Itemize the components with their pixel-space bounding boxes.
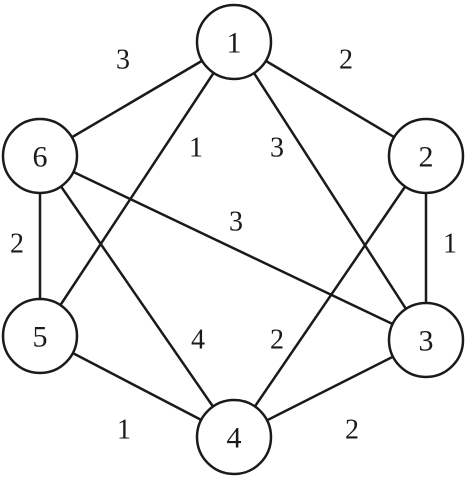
edge-weight-1-2: 2 — [339, 45, 353, 76]
node-circle-6 — [1, 117, 79, 195]
node-circle-4 — [195, 398, 273, 476]
edge-weight-5-4: 1 — [117, 415, 131, 446]
edge-6-4 — [38, 155, 236, 438]
edge-weight-6-5: 2 — [10, 229, 24, 260]
edge-weight-6-3: 3 — [229, 207, 243, 238]
node-label-2: 2 — [419, 141, 434, 174]
node-label-5: 5 — [33, 321, 48, 354]
node-4: 4 — [195, 398, 273, 476]
node-2: 2 — [387, 117, 465, 195]
node-label-4: 4 — [227, 422, 242, 455]
node-label-1: 1 — [227, 27, 242, 60]
nodes-layer: 1 2 3 4 5 6 — [1, 3, 465, 476]
node-circle-3 — [387, 301, 465, 379]
node-circle-5 — [1, 297, 79, 375]
node-circle-2 — [387, 117, 465, 195]
edge-weight-2-4: 2 — [270, 325, 284, 356]
edge-weight-3-4: 2 — [345, 415, 359, 446]
edge-weight-2-3: 1 — [443, 229, 457, 260]
node-6: 6 — [1, 117, 79, 195]
edges-layer — [38, 40, 428, 439]
edge-weight-1-5: 1 — [189, 133, 203, 164]
edge-weight-1-6: 3 — [116, 45, 130, 76]
node-5: 5 — [1, 297, 79, 375]
node-1: 1 — [195, 3, 273, 81]
edge-weight-6-4: 4 — [191, 325, 205, 356]
edge-labels-layer: 3 2 1 3 3 1 2 4 2 1 2 — [10, 45, 457, 446]
edge-weight-1-3: 3 — [270, 133, 284, 164]
node-label-6: 6 — [33, 141, 48, 174]
node-label-3: 3 — [419, 325, 434, 358]
edge-6-3 — [39, 154, 427, 342]
node-3: 3 — [387, 301, 465, 379]
node-circle-1 — [195, 3, 273, 81]
edge-1-5 — [38, 41, 236, 337]
edge-2-4 — [232, 155, 428, 438]
edge-1-3 — [232, 41, 428, 341]
